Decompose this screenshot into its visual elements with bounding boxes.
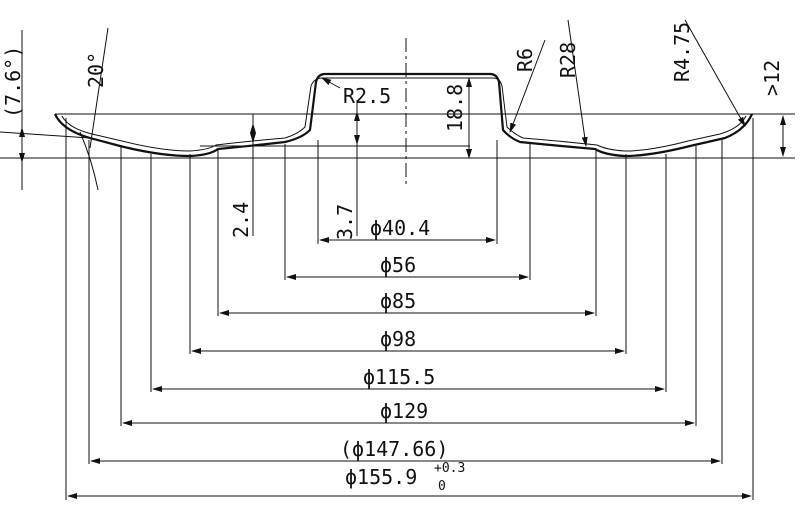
label-diameter-40-4: ϕ40.4	[370, 216, 430, 240]
angle-dimensions	[0, 27, 109, 191]
label-diameter-98: ϕ98	[380, 327, 416, 351]
label-angle-ref: (7.6°)	[1, 46, 25, 118]
label-r6: R6	[513, 48, 537, 72]
label-gt12: >12	[760, 60, 784, 96]
label-height-18-8: 18.8	[443, 84, 467, 132]
diameter-dimension-lines	[67, 237, 752, 499]
label-diameter-129: ϕ129	[380, 399, 428, 423]
label-diameter-155-9: ϕ155.9	[345, 465, 417, 489]
reference-lines	[0, 113, 795, 159]
dimension-labels: (7.6°) 20° R2.5 18.8 R6 R28 R4.75 >12 2.…	[1, 22, 784, 494]
label-tolerance-upper: +0.3	[434, 461, 465, 476]
label-tolerance-lower: 0	[438, 479, 446, 494]
label-height-2-4: 2.4	[229, 202, 253, 238]
label-height-3-7: 3.7	[333, 204, 357, 240]
extension-lines	[65, 118, 754, 500]
label-diameter-147-66: (ϕ147.66)	[340, 437, 448, 461]
part-profile	[53, 72, 754, 158]
label-diameter-85: ϕ85	[380, 289, 416, 313]
label-r4-75: R4.75	[670, 22, 694, 82]
label-r2-5: R2.5	[343, 84, 391, 108]
label-angle-20: 20°	[84, 52, 108, 88]
label-diameter-56: ϕ56	[380, 253, 416, 277]
height-dimensions	[250, 77, 795, 236]
label-r28: R28	[556, 42, 580, 78]
label-diameter-115-5: ϕ115.5	[363, 365, 435, 389]
radius-leaders	[321, 19, 746, 147]
